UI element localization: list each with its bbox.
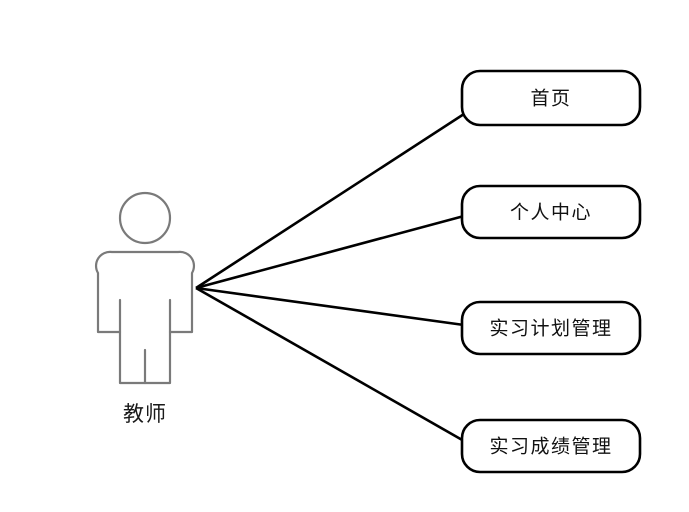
usecase-internship-grade-management-label: 实习成绩管理 — [489, 436, 612, 458]
usecase-internship-plan-management[interactable]: 实习计划管理 — [460, 300, 642, 356]
usecase-home[interactable]: 首页 — [460, 69, 642, 127]
usecase-personal-center[interactable]: 个人中心 — [460, 184, 642, 240]
association-line-personal-center[interactable] — [195, 214, 465, 290]
association-line-home[interactable] — [195, 112, 465, 290]
actor-head-icon — [118, 191, 172, 245]
usecase-internship-plan-management-shape[interactable] — [460, 300, 642, 356]
usecase-internship-plan-management-label: 实习计划管理 — [489, 318, 612, 340]
association-lines-group — [195, 112, 465, 443]
usecase-personal-center-shape[interactable] — [460, 184, 642, 240]
usecase-personal-center-label: 个人中心 — [510, 202, 592, 224]
actor-label: 教师 — [123, 402, 167, 426]
association-line-internship-plan-management[interactable] — [195, 286, 465, 327]
actor-body-icon — [94, 250, 196, 385]
usecase-home-label: 首页 — [530, 88, 571, 110]
association-line-internship-grade-management[interactable] — [195, 286, 465, 443]
actor-teacher[interactable]: 教师 — [94, 191, 196, 426]
usecase-internship-grade-management-shape[interactable] — [460, 418, 642, 474]
usecase-internship-grade-management[interactable]: 实习成绩管理 — [460, 418, 642, 474]
usecase-home-shape[interactable] — [460, 69, 642, 127]
